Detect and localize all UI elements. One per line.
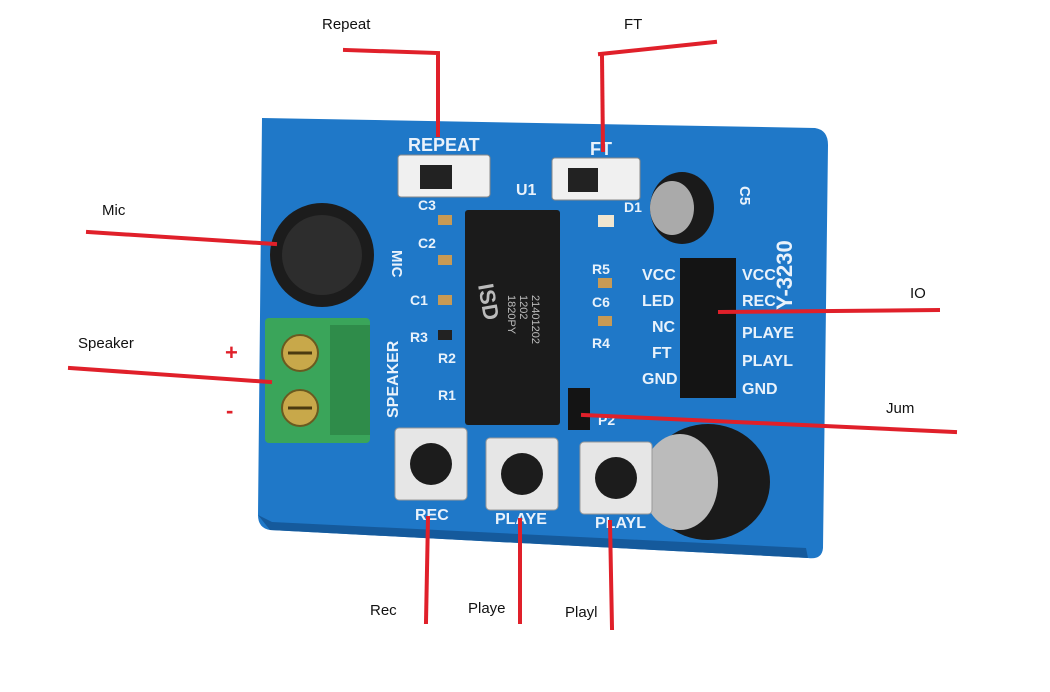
pin-right-vcc: VCC bbox=[742, 267, 776, 284]
callout-io: IO bbox=[910, 285, 926, 302]
callout-speaker: Speaker bbox=[78, 335, 134, 352]
smd-c2 bbox=[438, 255, 452, 265]
leader-repeat bbox=[342, 47, 440, 137]
leader-mic bbox=[85, 229, 278, 247]
leader-io bbox=[717, 307, 941, 315]
mic-silk-text: MIC bbox=[388, 250, 405, 278]
smd-c3 bbox=[438, 215, 452, 225]
pin-left-vcc: VCC bbox=[642, 267, 676, 284]
callout-repeat: Repeat bbox=[322, 16, 371, 33]
chip-line2: 1202 bbox=[517, 295, 529, 319]
pin-header bbox=[680, 258, 736, 398]
smd-c6 bbox=[598, 316, 612, 326]
diode-label: D1 bbox=[624, 199, 642, 215]
tact-playl-cap bbox=[595, 457, 637, 499]
pin-left-ft: FT bbox=[652, 345, 672, 362]
pin-right-playl: PLAYL bbox=[742, 353, 793, 370]
res-label-r4: R4 bbox=[592, 335, 610, 351]
capacitor-c5-top bbox=[650, 181, 694, 235]
pin-right-rec: REC bbox=[742, 293, 776, 310]
cap-label-c6: C6 bbox=[592, 294, 610, 310]
smd-led bbox=[598, 215, 614, 227]
cap-label-c3: C3 bbox=[418, 197, 436, 213]
chip-line1: 1820PY bbox=[505, 295, 517, 335]
pin-left-gnd: GND bbox=[642, 371, 678, 388]
chip-line3: 21401202 bbox=[529, 295, 541, 344]
ft-switch-knob bbox=[568, 168, 598, 192]
leader-rec bbox=[423, 515, 431, 625]
leader-ft-drop bbox=[599, 53, 606, 153]
smd-r5 bbox=[598, 278, 612, 288]
callout-ft: FT bbox=[624, 16, 643, 33]
capacitor-large-top bbox=[642, 434, 718, 530]
leader-ft bbox=[597, 39, 718, 57]
cap-label-c2: C2 bbox=[418, 235, 436, 251]
screw-terminal-side bbox=[330, 325, 370, 435]
res-label-r3: R3 bbox=[410, 329, 428, 345]
pin-left-nc: NC bbox=[652, 319, 676, 336]
leader-jum bbox=[580, 412, 958, 435]
callout-mic: Mic bbox=[102, 202, 126, 219]
terminal-plus: + bbox=[225, 340, 238, 365]
repeat-switch-text: REPEAT bbox=[408, 135, 480, 155]
leader-playl bbox=[607, 519, 615, 631]
pin-right-playe: PLAYE bbox=[742, 325, 794, 342]
repeat-switch-knob bbox=[420, 165, 452, 189]
callout-rec: Rec bbox=[370, 602, 397, 619]
chip-ref: U1 bbox=[516, 182, 537, 199]
tact-playe-cap bbox=[501, 453, 543, 495]
button-label-rec: REC bbox=[415, 507, 449, 524]
pin-left-led: LED bbox=[642, 293, 674, 310]
chip-body bbox=[465, 210, 560, 425]
tact-rec-cap bbox=[410, 443, 452, 485]
res-label-r2: R2 bbox=[438, 350, 456, 366]
cap-label-c5: C5 bbox=[736, 186, 753, 205]
pin-right-gnd: GND bbox=[742, 381, 778, 398]
res-label-r5: R5 bbox=[592, 261, 610, 277]
speaker-silk-text: SPEAKER bbox=[385, 340, 402, 418]
mic-mesh bbox=[282, 215, 362, 295]
callout-playe: Playe bbox=[468, 600, 506, 617]
callout-playl: Playl bbox=[565, 604, 598, 621]
button-label-playl: PLAYL bbox=[595, 515, 646, 532]
smd-c1 bbox=[438, 295, 452, 305]
cap-label-c1: C1 bbox=[410, 292, 428, 308]
pcb-edge bbox=[258, 515, 808, 558]
board-name: Y-3230 bbox=[772, 240, 797, 310]
jumper bbox=[568, 388, 590, 430]
terminal-minus: - bbox=[226, 398, 234, 423]
smd-r3 bbox=[438, 330, 452, 340]
callout-jum: Jum bbox=[886, 400, 915, 417]
leader-speaker bbox=[67, 365, 273, 385]
res-label-r1: R1 bbox=[438, 387, 456, 403]
